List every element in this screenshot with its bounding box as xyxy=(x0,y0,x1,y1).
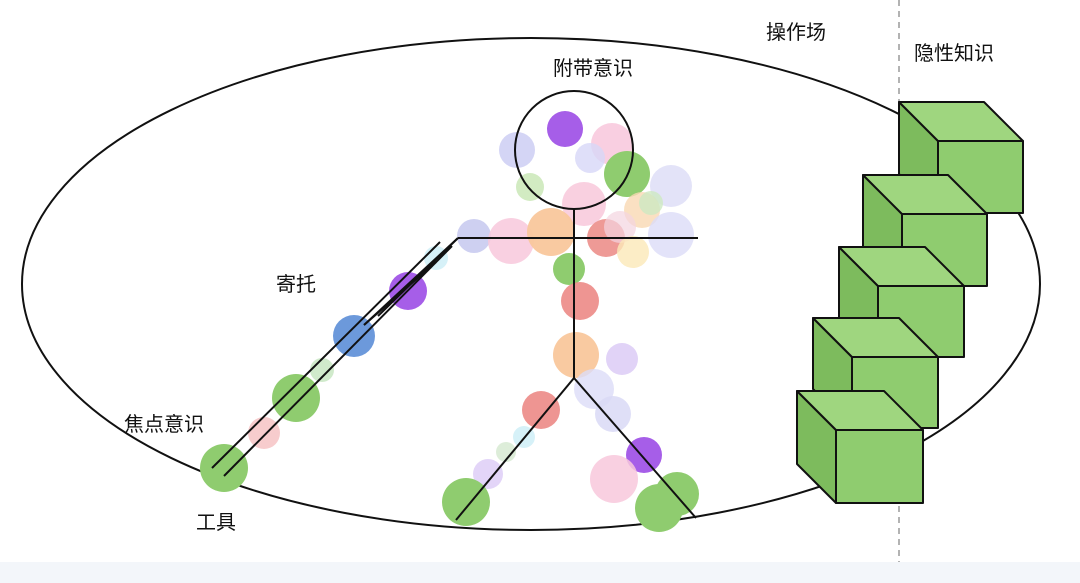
awareness-dot xyxy=(617,236,649,268)
awareness-dot xyxy=(626,437,662,473)
tool-stick-edge-1 xyxy=(223,245,453,477)
awareness-dot xyxy=(248,417,280,449)
awareness-dot xyxy=(590,455,638,503)
tool-label: 工具 xyxy=(196,510,236,534)
awareness-dot xyxy=(635,484,683,532)
awareness-dot xyxy=(648,212,694,258)
awareness-dot xyxy=(200,444,248,492)
awareness-dot xyxy=(595,396,631,432)
stacked-cube-icon xyxy=(796,101,1024,504)
figure-left-leg xyxy=(455,377,575,521)
figure-hand xyxy=(363,261,437,326)
awareness-dot xyxy=(553,253,585,285)
stick-figure-icon xyxy=(211,90,698,521)
awareness-dot xyxy=(457,219,491,253)
awareness-dot xyxy=(496,442,516,462)
awareness-dot xyxy=(547,111,583,147)
focal-awareness-label: 焦点意识 xyxy=(124,412,204,436)
bottom-strip xyxy=(0,562,1080,583)
awareness-dot xyxy=(272,374,320,422)
awareness-dot xyxy=(473,459,503,489)
awareness-dot xyxy=(575,143,605,173)
operation-field-label: 操作场 xyxy=(766,20,826,44)
awareness-dot xyxy=(604,211,636,243)
cube-front-face xyxy=(835,429,924,504)
tool-stick-edge-2 xyxy=(211,241,441,469)
awareness-dot xyxy=(561,282,599,320)
cube-block xyxy=(796,390,924,504)
figure-right-leg xyxy=(573,377,697,519)
awareness-dot xyxy=(553,332,599,378)
awareness-dot xyxy=(527,208,575,256)
subsidiary-awareness-label: 附带意识 xyxy=(553,56,633,80)
awareness-dots xyxy=(200,111,699,532)
awareness-dot xyxy=(522,391,560,429)
awareness-dot xyxy=(516,173,544,201)
operation-field-ellipse xyxy=(21,37,1041,531)
awareness-dot xyxy=(499,132,535,168)
entrust-label: 寄托 xyxy=(276,272,316,296)
awareness-dot xyxy=(639,191,663,215)
awareness-dot xyxy=(442,478,490,526)
awareness-dot xyxy=(488,218,534,264)
awareness-dot xyxy=(606,343,638,375)
tacit-knowledge-label: 隐性知识 xyxy=(914,41,994,65)
